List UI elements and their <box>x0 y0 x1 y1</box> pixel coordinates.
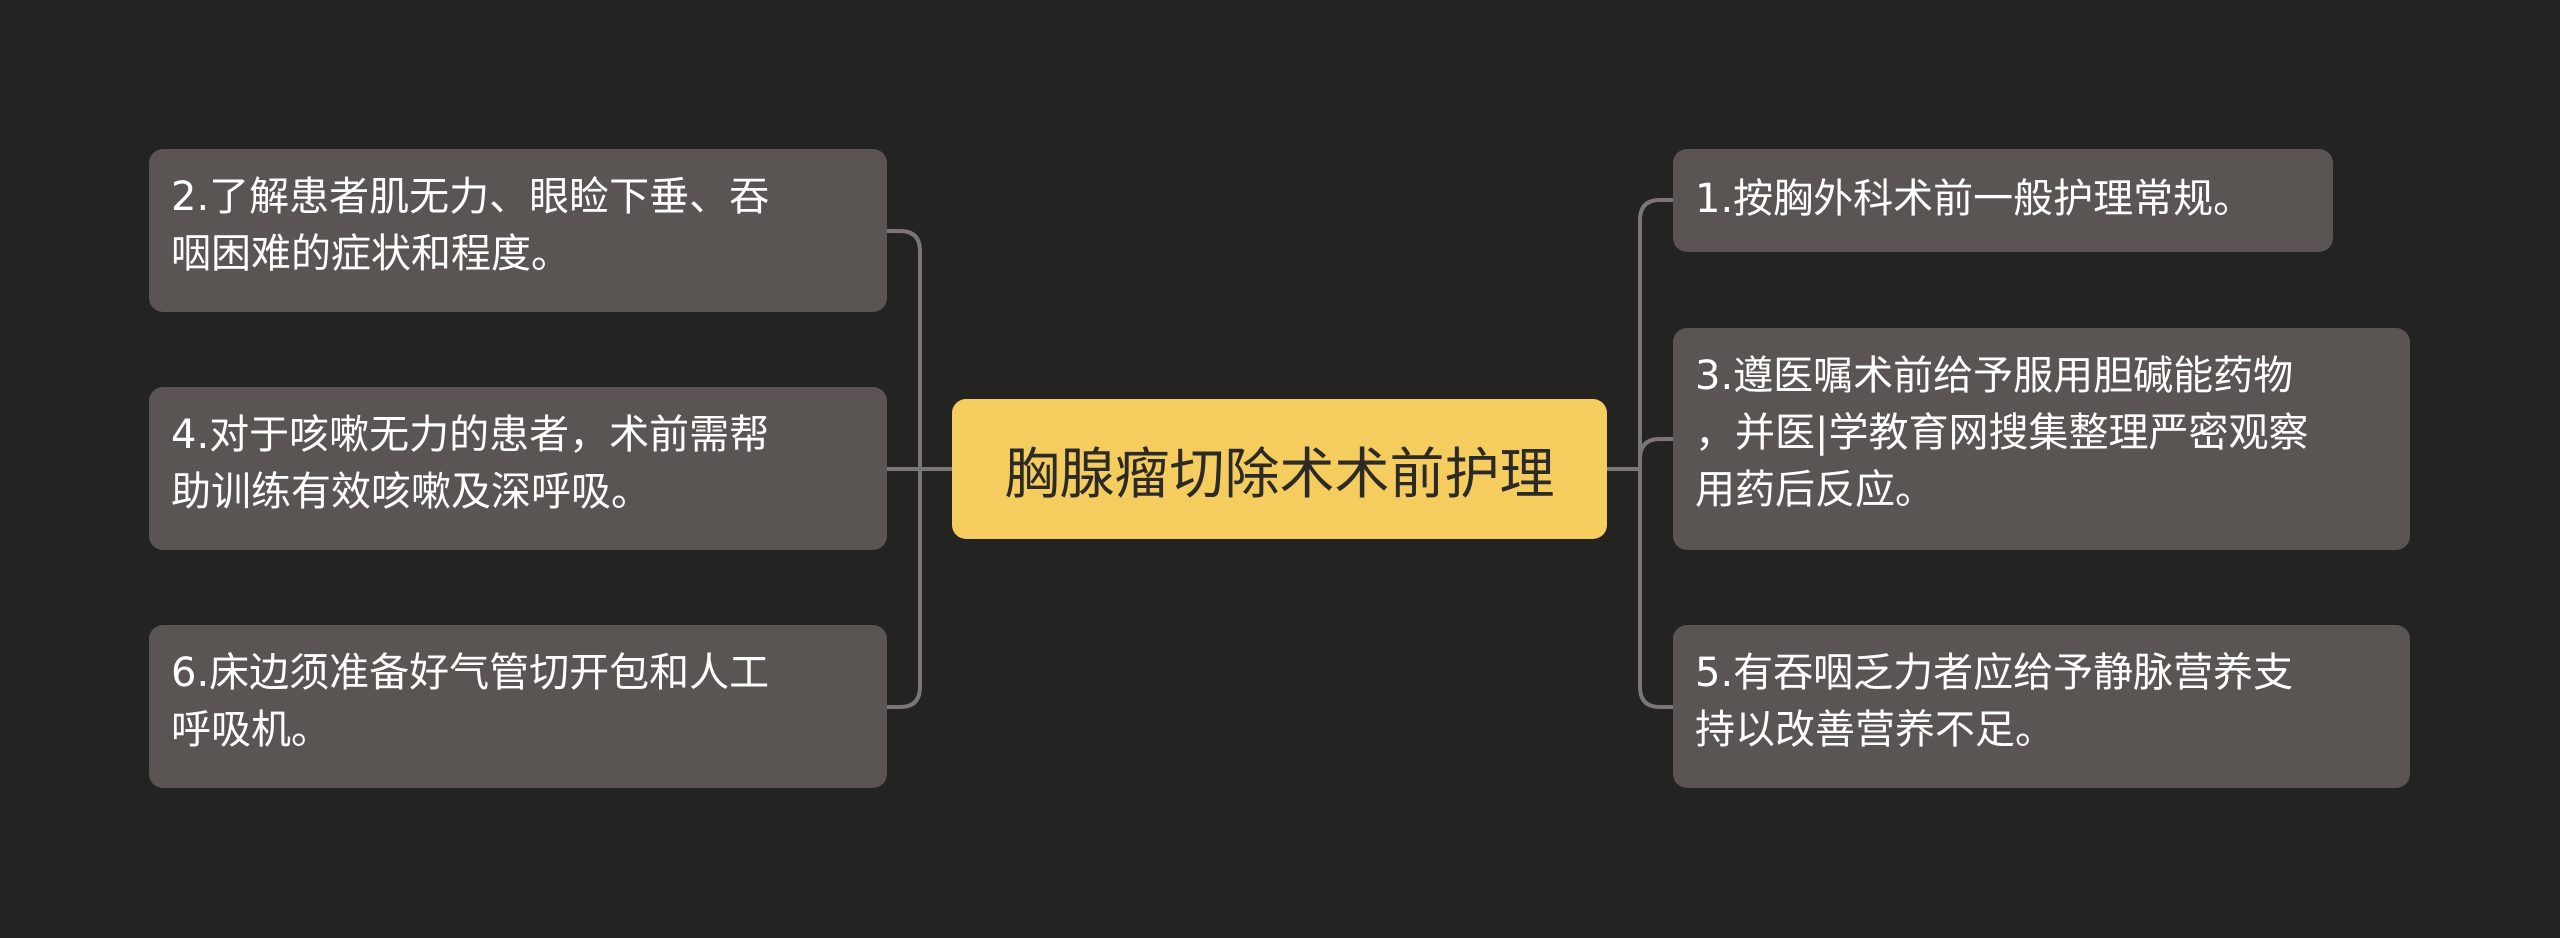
branch-node-2[interactable]: 2.了解患者肌无力、眼睑下垂、吞 咽困难的症状和程度。 <box>149 149 887 312</box>
node-text-line: ，并医|学教育网搜集整理严密观察 <box>1695 410 2309 456</box>
node-text-line: 4.对于咳嗽无力的患者，术前需帮 <box>171 412 770 458</box>
connector-right-3 <box>1638 469 1673 709</box>
node-text-line: 咽困难的症状和程度。 <box>171 231 571 277</box>
node-text-line: 3.遵医嘱术前给予服用胆碱能药物 <box>1695 353 2294 399</box>
branch-node-5[interactable]: 5.有吞咽乏力者应给予静脉营养支 持以改善营养不足。 <box>1673 625 2410 788</box>
node-text-line: 5.有吞咽乏力者应给予静脉营养支 <box>1695 650 2294 696</box>
connector-right-2 <box>1638 437 1673 469</box>
connector-left-3 <box>887 469 922 709</box>
node-text-line: 助训练有效咳嗽及深呼吸。 <box>171 469 651 515</box>
branch-node-3[interactable]: 3.遵医嘱术前给予服用胆碱能药物 ，并医|学教育网搜集整理严密观察 用药后反应。 <box>1673 328 2410 550</box>
root-topic-title: 胸腺瘤切除术术前护理 <box>1004 442 1555 506</box>
node-text-line: 6.床边须准备好气管切开包和人工 <box>171 650 770 696</box>
node-text-line: 1.按胸外科术前一般护理常规。 <box>1695 176 2254 222</box>
branch-node-6[interactable]: 6.床边须准备好气管切开包和人工 呼吸机。 <box>149 625 887 788</box>
node-text-line: 持以改善营养不足。 <box>1695 707 2055 753</box>
branch-node-1[interactable]: 1.按胸外科术前一般护理常规。 <box>1673 149 2333 252</box>
node-text-line: 用药后反应。 <box>1695 467 1935 513</box>
root-topic[interactable]: 胸腺瘤切除术术前护理 <box>952 399 1607 539</box>
connector-right-1 <box>1638 198 1673 469</box>
node-text-line: 呼吸机。 <box>171 707 331 753</box>
connector-left-1 <box>887 229 922 469</box>
node-text-line: 2.了解患者肌无力、眼睑下垂、吞 <box>171 174 770 220</box>
branch-node-4[interactable]: 4.对于咳嗽无力的患者，术前需帮 助训练有效咳嗽及深呼吸。 <box>149 387 887 550</box>
